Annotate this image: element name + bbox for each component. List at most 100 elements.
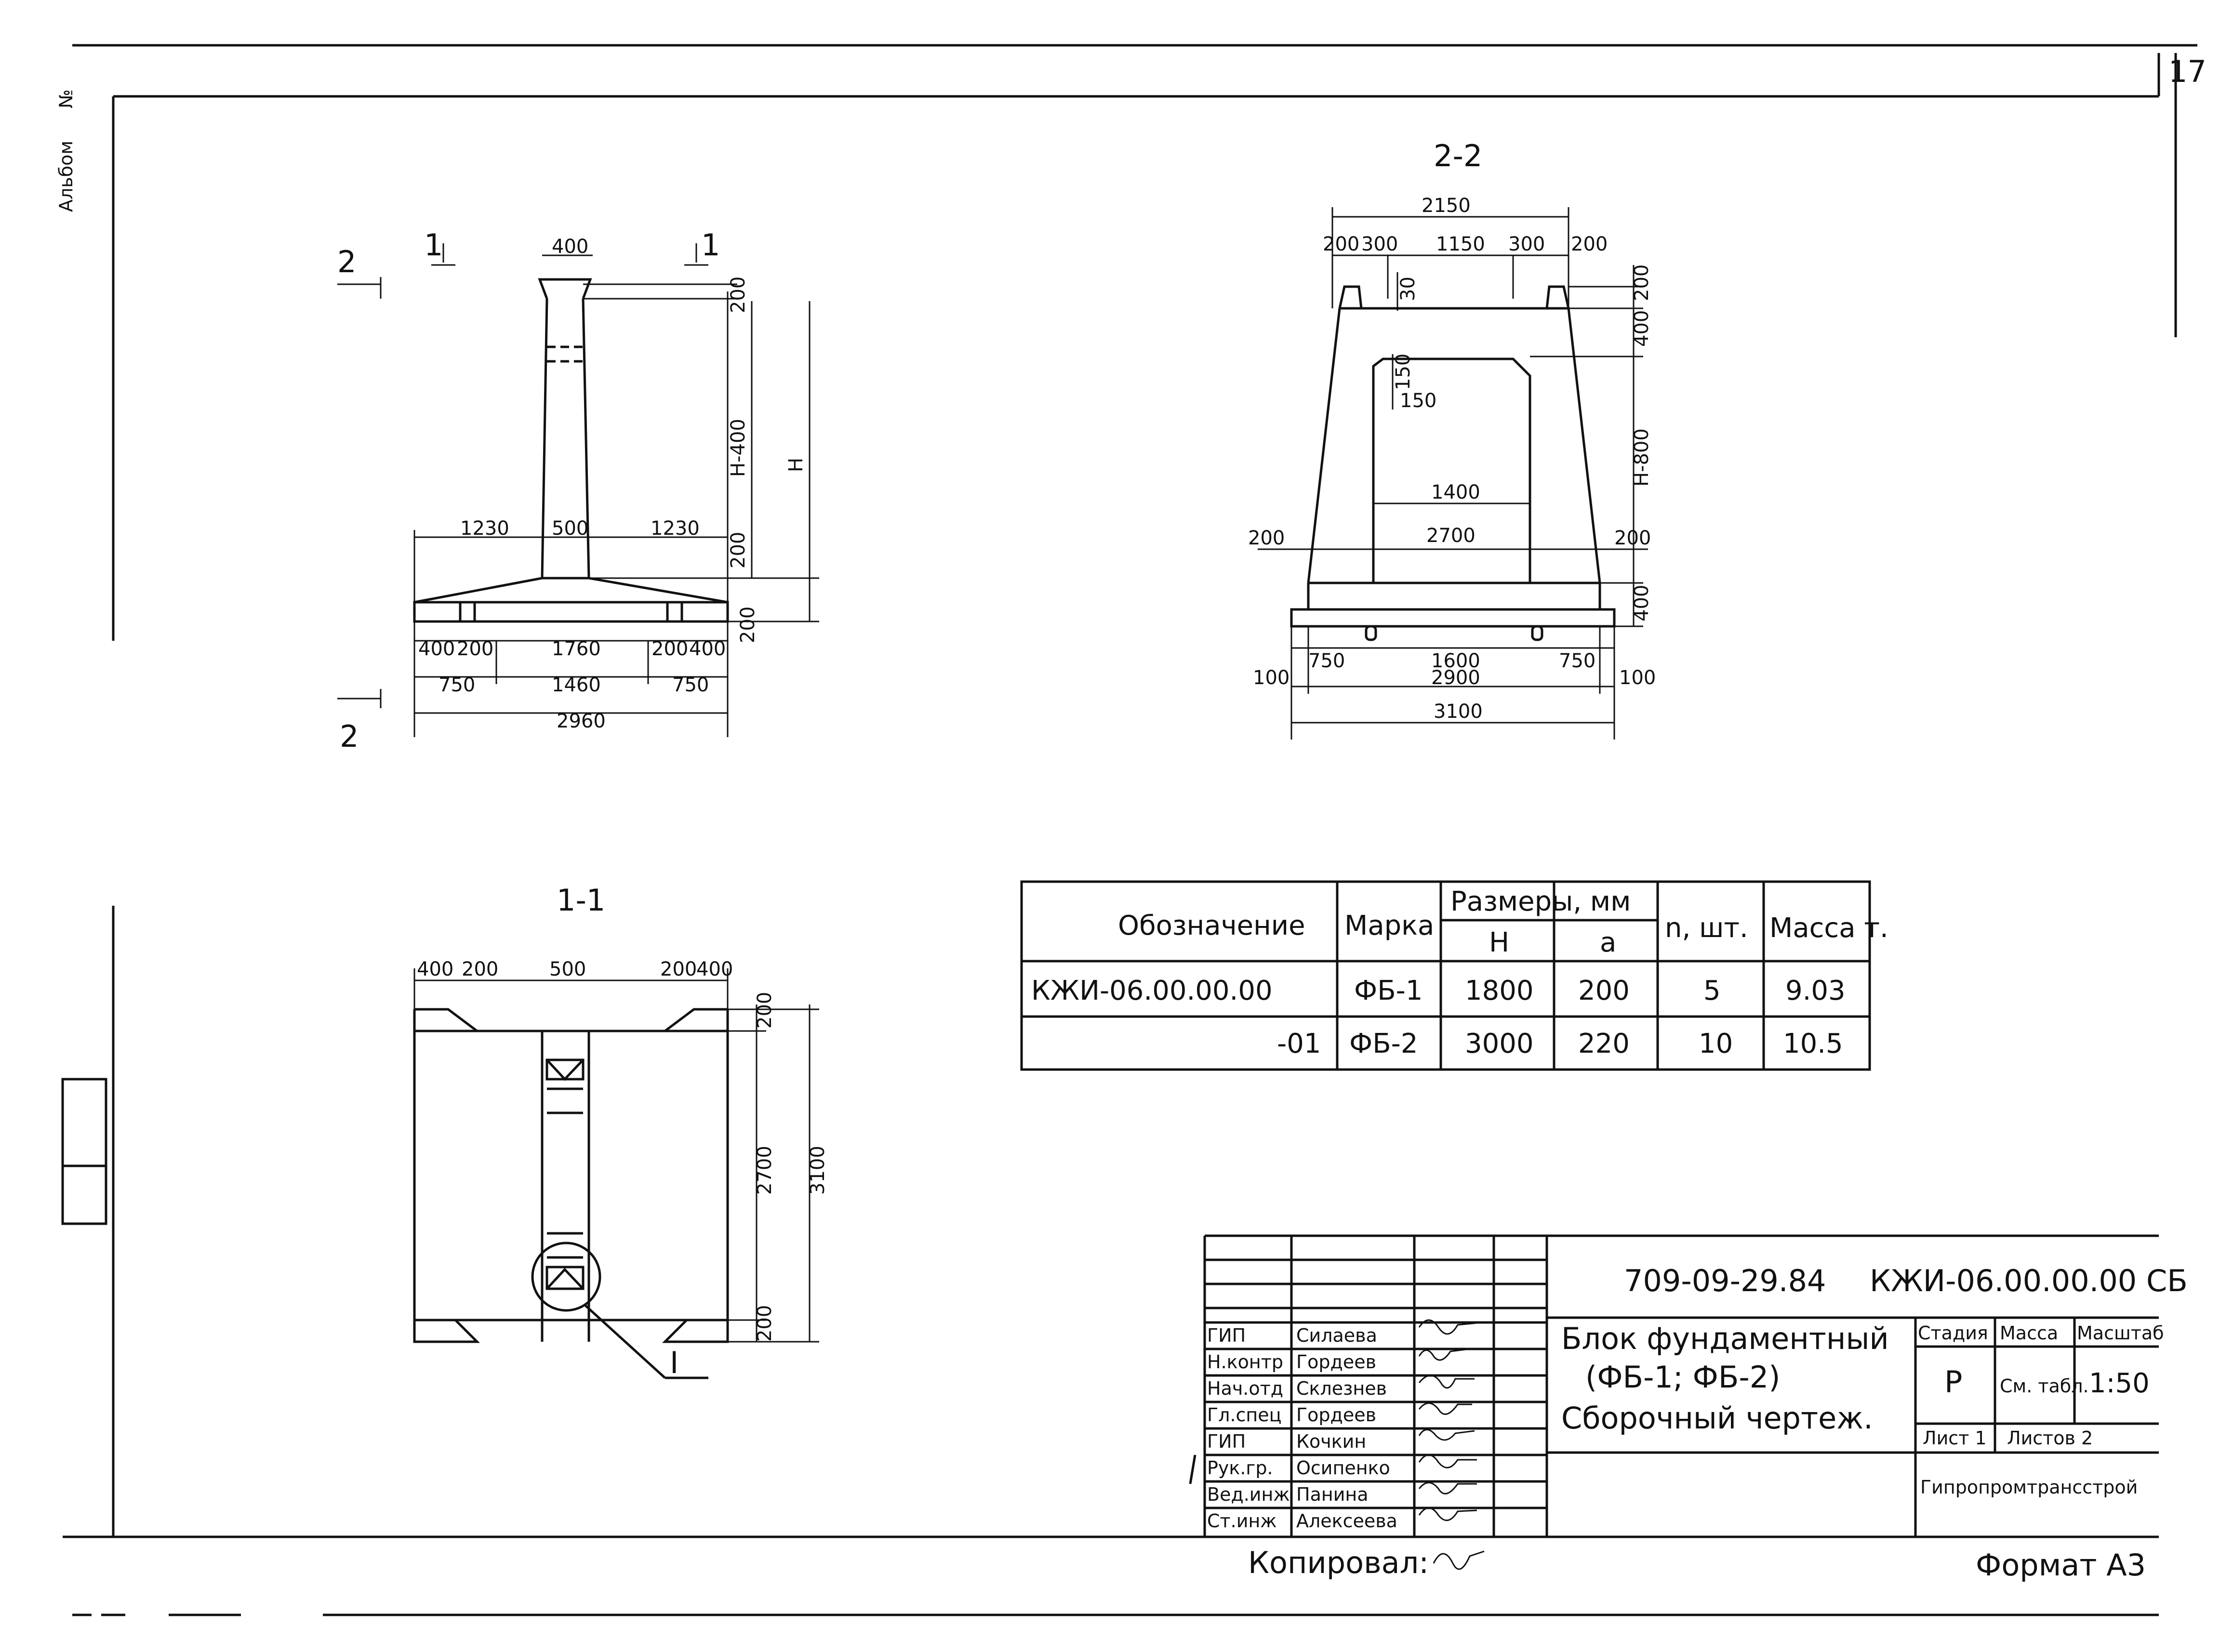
dim-2-2-r-h800: Н-800 <box>1631 428 1653 487</box>
sig-name-1: Силаева <box>1296 1325 1377 1346</box>
dim-2-2-v-30: 30 <box>1397 277 1419 301</box>
spec-header-dimensions: Размеры, мм <box>1450 886 1631 917</box>
handwritten-signatures <box>1418 1319 1485 1570</box>
dim-2-2-t-200-l: 200 <box>1323 233 1359 255</box>
section-1-1: 1-1 <box>413 883 829 1380</box>
dim-2-2-b-2900: 2900 <box>1431 667 1480 689</box>
side-label: Альбом <box>55 141 77 212</box>
sig-name-8: Алексеева <box>1296 1510 1397 1532</box>
dim-2-2-r-400-bot: 400 <box>1631 585 1653 621</box>
section-2-2-dimension-lines <box>1258 207 1648 740</box>
dim-1-1-r-3100: 3100 <box>807 1146 829 1195</box>
title-block: 709-09-29.84 КЖИ-06.00.00.00 СБ Блок фун… <box>1189 1234 2188 1570</box>
dim-b-400-r: 400 <box>689 638 726 660</box>
drawing-code: КЖИ-06.00.00.00 СБ <box>1870 1263 2188 1298</box>
dim-2-2-right-200: 200 <box>1614 527 1651 549</box>
side-mark: № <box>55 89 77 108</box>
dim-2-2-b-1600: 1600 <box>1431 650 1480 672</box>
title-line-1: Блок фундаментный <box>1561 1321 1889 1356</box>
sig-role-7: Вед.инж <box>1207 1484 1290 1505</box>
dim-1-1-t-500: 500 <box>549 958 586 980</box>
dim-1-1-t-400-l: 400 <box>417 958 453 980</box>
scale-value: 1:50 <box>2089 1368 2150 1399</box>
frame <box>61 44 2197 1616</box>
sig-name-6: Осипенко <box>1296 1457 1390 1479</box>
sig-name-3: Склезнев <box>1296 1378 1387 1399</box>
spec-row-1-mass: 9.03 <box>1785 975 1846 1006</box>
spec-row-2-mass: 10.5 <box>1783 1028 1843 1059</box>
sig-role-5: ГИП <box>1207 1431 1246 1452</box>
sig-name-4: Гордеев <box>1296 1404 1376 1426</box>
dim-b-400-l: 400 <box>418 638 455 660</box>
front-view: 2 1 1 2 400 200 Н-400 Н 200 200 1230 500… <box>337 227 819 754</box>
spec-row-2-qty: 10 <box>1699 1028 1733 1059</box>
section-1-1-dimension-lines <box>413 968 819 1343</box>
mass-value: См. табл. <box>2000 1375 2089 1397</box>
sig-name-7: Панина <box>1296 1484 1369 1505</box>
spec-table-grid <box>1020 880 1871 1071</box>
scale-header: Масштаб <box>2077 1322 2164 1344</box>
dim-b-750-l: 750 <box>439 674 475 696</box>
page-number: 17 <box>2168 54 2207 89</box>
dim-2-2-r-400: 400 <box>1631 310 1653 347</box>
spec-row-1-h: 1800 <box>1465 975 1534 1006</box>
dim-stem-500: 500 <box>552 517 588 540</box>
mass-header: Масса <box>2000 1322 2058 1344</box>
sig-role-8: Ст.инж <box>1207 1510 1277 1532</box>
spec-row-1-qty: 5 <box>1703 975 1721 1006</box>
front-section-mark-top-right: 1 <box>701 227 720 263</box>
spec-table: Обозначение Марка Размеры, мм Н а n, шт.… <box>1020 880 1888 1071</box>
organization: Гипропромтрансстрой <box>1920 1477 2138 1498</box>
spec-header-designation: Обозначение <box>1118 910 1305 941</box>
dim-2-2-in-2700: 2700 <box>1426 525 1476 547</box>
dim-2-2-b-100-l: 100 <box>1253 667 1289 689</box>
spec-header-mass: Масса т. <box>1769 912 1888 944</box>
dim-2-2-left-200: 200 <box>1248 527 1285 549</box>
title-line-3: Сборочный чертеж. <box>1561 1401 1873 1436</box>
sig-name-2: Гордеев <box>1296 1351 1376 1373</box>
title-block-grid <box>1189 1234 2159 1537</box>
sheet-label: Лист 1 <box>1923 1427 1987 1449</box>
dim-2-2-t-200-r: 200 <box>1571 233 1608 255</box>
dim-left-1230: 1230 <box>460 517 509 540</box>
spec-row-2-a: 220 <box>1578 1028 1630 1059</box>
spec-row-1-mark: ФБ-1 <box>1354 975 1422 1006</box>
dim-2-2-top-2150: 2150 <box>1422 195 1471 217</box>
dim-h: Н <box>785 458 807 472</box>
dim-right-200-top: 200 <box>727 277 749 313</box>
spec-row-2-designation: -01 <box>1277 1028 1321 1059</box>
spec-header-a: а <box>1600 927 1616 958</box>
dim-1-1-t-200-r: 200 <box>660 958 697 980</box>
front-section-mark-left: 2 <box>337 244 356 279</box>
section-1-1-outline <box>413 1008 729 1379</box>
spec-row-1-designation: КЖИ-06.00.00.00 <box>1031 975 1273 1006</box>
dim-right-200-bot: 200 <box>737 607 759 643</box>
detail-callout-I: I <box>670 1345 678 1380</box>
dim-1-1-t-200-l: 200 <box>462 958 498 980</box>
dim-b-1460: 1460 <box>552 674 601 696</box>
dim-2-2-t-1150: 1150 <box>1436 233 1485 255</box>
front-section-mark-bottom: 2 <box>340 719 359 754</box>
dim-1-1-r-200-top: 200 <box>754 992 776 1029</box>
format-label: Формат А3 <box>1976 1547 2146 1583</box>
dim-1-1-r-2700: 2700 <box>754 1146 776 1195</box>
sig-role-2: Н.контр <box>1207 1351 1283 1373</box>
dim-b-1760: 1760 <box>552 638 601 660</box>
sig-role-3: Нач.отд <box>1207 1378 1283 1399</box>
front-view-outline <box>413 278 729 623</box>
dim-b-750-r: 750 <box>672 674 709 696</box>
front-section-mark-top-left: 1 <box>424 227 443 263</box>
spec-row-1-a: 200 <box>1578 975 1630 1006</box>
dim-right-200-mid: 200 <box>727 532 749 568</box>
stage-header: Стадия <box>1918 1322 1988 1344</box>
dim-right-1230: 1230 <box>651 517 700 540</box>
dim-2-2-r-200: 200 <box>1631 264 1653 301</box>
dim-b-200-l: 200 <box>457 638 493 660</box>
sig-role-1: ГИП <box>1207 1325 1246 1346</box>
sheets-label: Листов 2 <box>2007 1427 2093 1449</box>
dim-2-2-b-750-l: 750 <box>1308 650 1345 672</box>
dim-b-200-r: 200 <box>651 638 688 660</box>
dim-1-1-r-200-bot: 200 <box>754 1305 776 1342</box>
